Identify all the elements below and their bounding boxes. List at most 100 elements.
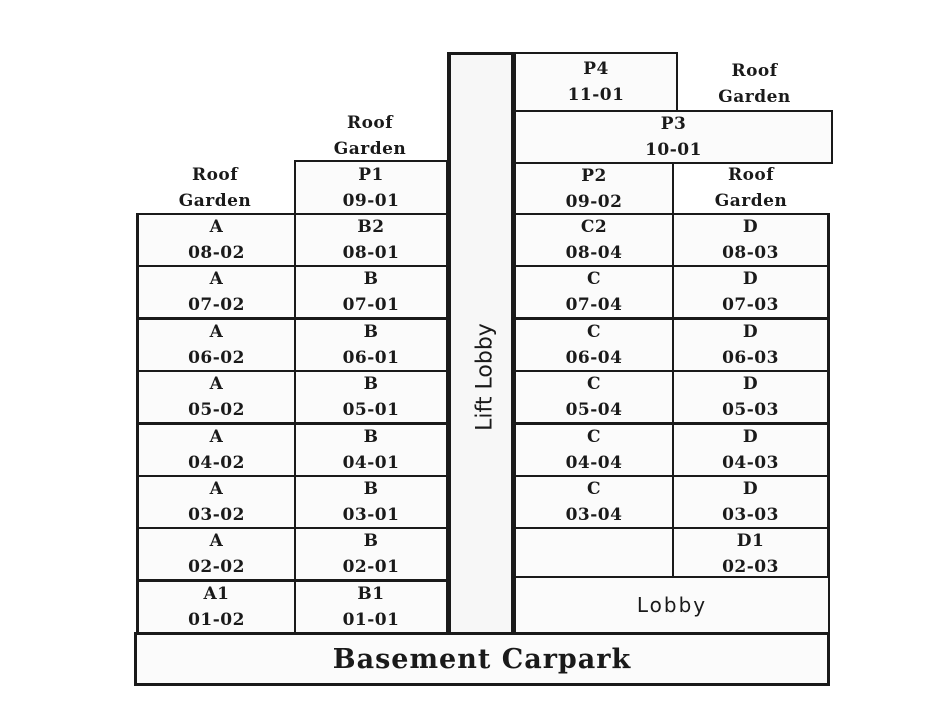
roof-garden-line2: Garden [714, 191, 788, 211]
unit-cell-d[interactable]: D 03-03 [672, 475, 830, 529]
unit-cell-d[interactable]: D 08-03 [672, 213, 830, 267]
roof-garden-line1: Roof [727, 165, 775, 185]
unit-number: 03-04 [565, 505, 623, 525]
unit-type: C2 [580, 217, 608, 237]
unit-type: A1 [203, 584, 230, 604]
unit-type: B [363, 531, 379, 551]
unit-number: 02-02 [188, 557, 245, 577]
unit-number: 06-01 [342, 348, 400, 368]
unit-type: D [742, 217, 759, 237]
unit-cell-b[interactable]: B 07-01 [294, 265, 448, 319]
unit-cell-d[interactable]: D 05-03 [672, 370, 830, 424]
unit-number: 01-02 [188, 610, 245, 630]
unit-type: C [586, 374, 602, 394]
unit-number: 07-01 [342, 295, 400, 315]
unit-number: 06-04 [565, 348, 623, 368]
unit-type: C [586, 427, 602, 447]
unit-type: A [209, 479, 224, 499]
roof-garden-line2: Garden [718, 87, 791, 107]
unit-number: 05-04 [565, 400, 623, 420]
unit-type: C [586, 479, 602, 499]
unit-number: 08-02 [188, 243, 245, 263]
unit-cell-c[interactable]: C 04-04 [514, 423, 674, 477]
unit-number: 06-02 [188, 348, 245, 368]
unit-number: 04-01 [342, 453, 400, 473]
unit-p4[interactable]: P4 11-01 [514, 52, 678, 112]
unit-cell-d[interactable]: D1 02-03 [672, 527, 830, 581]
unit-number: 04-04 [565, 453, 623, 473]
unit-type: B1 [357, 584, 385, 604]
unit-cell-a[interactable]: A1 01-02 [136, 580, 296, 634]
roof-garden-p1: Roof Garden [294, 110, 446, 162]
unit-cell-a[interactable]: A 03-02 [136, 475, 296, 529]
unit-type: A [209, 531, 224, 551]
unit-type: A [209, 374, 224, 394]
unit-cell-d[interactable]: D 07-03 [672, 265, 830, 319]
unit-number: 09-01 [342, 190, 400, 211]
unit-type: B2 [357, 217, 385, 237]
unit-cell-b[interactable]: B1 01-01 [294, 580, 448, 634]
unit-number: 03-03 [722, 505, 779, 525]
unit-type: P2 [581, 165, 607, 186]
unit-number: 04-03 [722, 453, 779, 473]
unit-cell-c[interactable]: C 05-04 [514, 370, 674, 424]
lobby: Lobby [514, 576, 830, 634]
unit-type: A [209, 427, 224, 447]
unit-type: D [742, 479, 759, 499]
unit-type: B [363, 374, 379, 394]
unit-number: 03-02 [188, 505, 245, 525]
unit-cell-c[interactable]: C 03-04 [514, 475, 674, 529]
unit-type: B [363, 479, 379, 499]
unit-type: P4 [583, 59, 609, 79]
roof-garden-line2: Garden [178, 191, 252, 211]
unit-type: D [742, 269, 759, 289]
unit-number: 08-01 [342, 243, 400, 263]
unit-type: P3 [660, 114, 687, 134]
roof-garden-left: Roof Garden [136, 162, 294, 214]
unit-cell-c[interactable]: C2 08-04 [514, 213, 674, 267]
roof-garden-line1: Roof [731, 61, 778, 81]
unit-number: 05-03 [722, 400, 779, 420]
unit-number: 08-03 [722, 243, 779, 263]
unit-number: 10-01 [645, 140, 702, 160]
unit-number: 09-02 [565, 191, 623, 212]
unit-p3[interactable]: P3 10-01 [514, 110, 833, 164]
unit-number: 08-04 [565, 243, 623, 263]
lobby-label: Lobby [636, 593, 708, 617]
unit-type: D1 [736, 531, 765, 551]
unit-number: 01-01 [342, 610, 400, 630]
unit-p1[interactable]: P1 09-01 [294, 160, 448, 215]
unit-cell-b[interactable]: B2 08-01 [294, 213, 448, 267]
unit-p2[interactable]: P2 09-02 [514, 162, 674, 215]
lift-lobby: Lift Lobby [447, 52, 515, 634]
unit-type: A [209, 269, 224, 289]
unit-number: 07-02 [188, 295, 245, 315]
unit-number: 02-03 [722, 557, 779, 577]
unit-cell-c [514, 527, 674, 581]
unit-number: 06-03 [722, 348, 779, 368]
unit-type: B [363, 322, 379, 342]
unit-cell-a[interactable]: A 07-02 [136, 265, 296, 319]
roof-garden-line1: Roof [191, 165, 239, 185]
unit-cell-a[interactable]: A 02-02 [136, 527, 296, 581]
unit-number: 05-02 [188, 400, 245, 420]
unit-number: 07-04 [565, 295, 623, 315]
unit-type: B [363, 269, 379, 289]
unit-type: D [742, 374, 759, 394]
unit-cell-b[interactable]: B 06-01 [294, 318, 448, 372]
lift-lobby-label: Lift Lobby [472, 323, 498, 431]
unit-cell-a[interactable]: A 05-02 [136, 370, 296, 424]
unit-number: 07-03 [722, 295, 779, 315]
roof-garden-line2: Garden [333, 139, 407, 159]
